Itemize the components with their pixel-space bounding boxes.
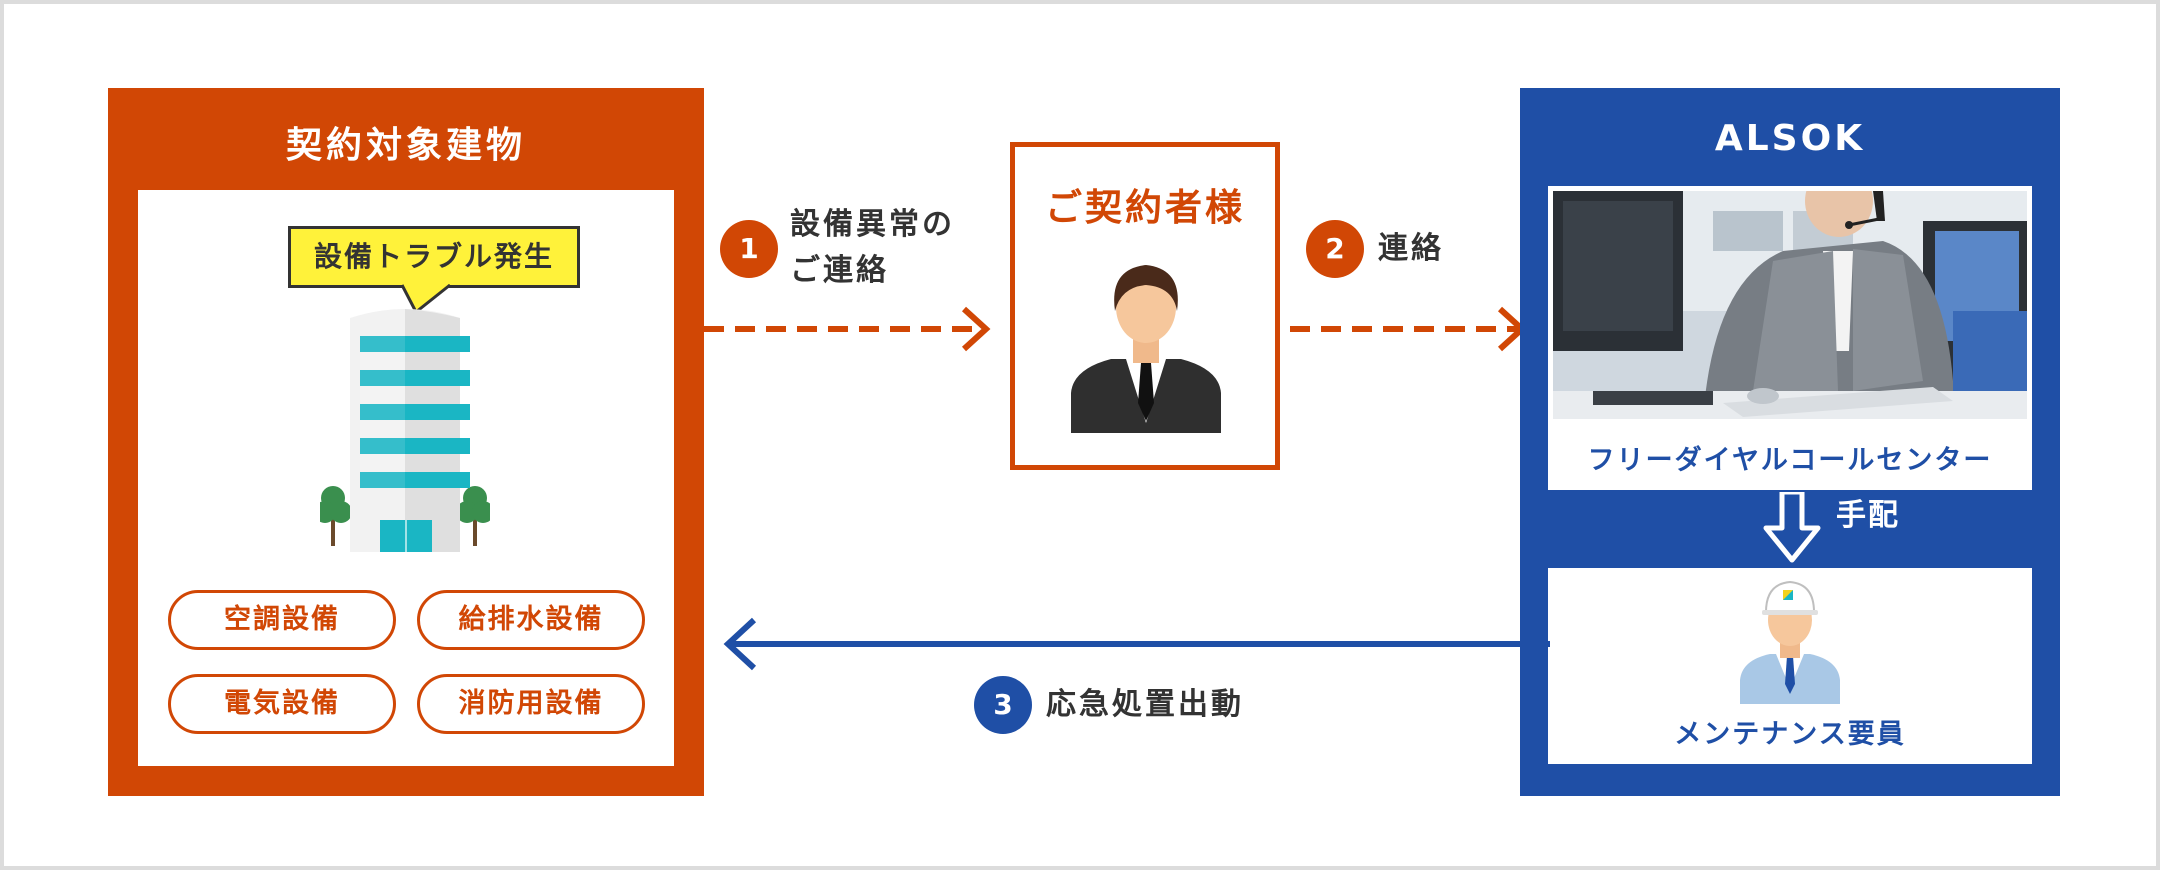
- equipment-tag-fire-protection: 消防用設備: [417, 674, 645, 734]
- office-building-icon: [320, 309, 490, 552]
- arrow-return-to-building-icon: [723, 617, 1550, 671]
- step-1-label-line-2: ご連絡: [790, 253, 889, 288]
- step-3-badge: 3: [974, 676, 1032, 734]
- step-2-badge: 2: [1306, 220, 1364, 278]
- step-2-label: 連絡: [1378, 231, 1444, 266]
- call-center-label: フリーダイヤルコールセンター: [1587, 445, 1993, 476]
- contractor-title: ご契約者様: [1045, 186, 1245, 229]
- arrow-to-alsok-icon: [1290, 306, 1527, 352]
- tree-left-icon: [320, 486, 352, 546]
- dispatch-label: 手配: [1836, 498, 1900, 533]
- maintenance-staff-card: メンテナンス要員: [1548, 568, 2032, 764]
- alsok-panel: ALSOK: [1520, 88, 2060, 796]
- building-panel-title: 契約対象建物: [285, 125, 526, 166]
- maintenance-worker-icon: [1740, 580, 1840, 704]
- trouble-speech-bubble: 設備トラブル発生: [288, 226, 580, 288]
- maintenance-staff-label: メンテナンス要員: [1674, 719, 1906, 750]
- contractor-box: ご契約者様: [1010, 142, 1280, 470]
- equipment-tag-electrical: 電気設備: [168, 674, 396, 734]
- businessman-icon: [1071, 265, 1221, 433]
- step-1-badge: 1: [720, 220, 778, 278]
- step-1-label-line-1: 設備異常の: [790, 207, 955, 242]
- down-arrow-icon: [1763, 492, 1821, 563]
- alsok-panel-title: ALSOK: [1714, 118, 1866, 159]
- building-panel: 契約対象建物 設備トラブル発生: [108, 88, 704, 796]
- equipment-tag-plumbing: 給排水設備: [417, 590, 645, 650]
- call-center-operator-photo: [1553, 191, 2027, 419]
- building-panel-body: 設備トラブル発生: [138, 190, 674, 766]
- tree-right-icon: [456, 486, 490, 546]
- arrow-to-contractor-icon: [704, 306, 991, 352]
- step-1-label: 設備異常の ご連絡: [790, 202, 955, 294]
- equipment-tag-air-conditioning: 空調設備: [168, 590, 396, 650]
- step-3-label: 応急処置出動: [1046, 687, 1244, 722]
- call-center-card: フリーダイヤルコールセンター: [1548, 186, 2032, 490]
